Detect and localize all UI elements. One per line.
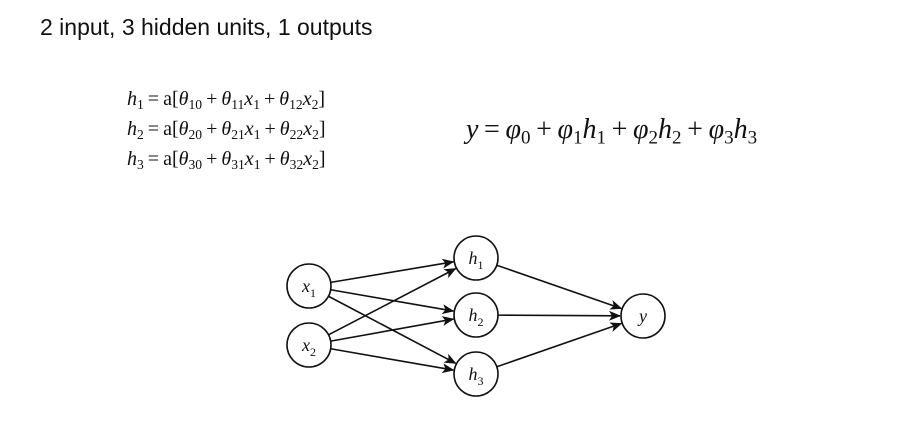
hidden-equation: h1 = a[θ10 + θ11x1 + θ12x2]: [127, 88, 326, 113]
activation-function: a: [163, 118, 172, 140]
edge-x2-h1: [328, 267, 457, 336]
coefficient: θ20: [178, 118, 203, 143]
input-node-x2: x2: [286, 322, 332, 368]
node-circle: [620, 293, 666, 339]
node-circle: [286, 322, 332, 368]
variable: h1: [582, 114, 607, 149]
node-circle: [286, 263, 332, 309]
hidden-node-h1: h1: [453, 235, 499, 281]
coefficient: θ12: [279, 88, 303, 113]
equation-term: φ2h2: [633, 114, 682, 149]
edge-h1-y: [496, 264, 623, 310]
hidden-node-h2: h2: [453, 292, 499, 338]
edge-h2-y: [497, 310, 622, 321]
variable: x1: [244, 148, 261, 173]
variable: x1: [244, 88, 260, 113]
coefficient: φ0: [505, 114, 531, 149]
coefficient: φ2: [633, 114, 659, 149]
hidden-node-h3: h3: [453, 351, 499, 397]
variable: h2: [658, 114, 682, 149]
edge-x2-h3: [330, 347, 455, 374]
variable: x1: [244, 118, 261, 143]
edge-x2-h2: [330, 316, 455, 342]
activation-function: a: [163, 88, 172, 110]
output-node-y: y: [620, 293, 666, 339]
hidden-equation: h2 = a[θ20 + θ21x1 + θ22x2]: [127, 118, 326, 143]
network-edges: [328, 258, 623, 374]
equation-term: φ1h1: [557, 114, 607, 149]
input-node-x1: x1: [286, 263, 332, 309]
equation-term: θ10: [178, 88, 203, 113]
coefficient: θ21: [221, 118, 245, 143]
edge-h3-y: [496, 322, 623, 368]
equation-term: θ22x2: [279, 118, 319, 143]
network-nodes: x1 x2 h1 h2 h3 y: [286, 235, 666, 397]
node-circle: [453, 351, 499, 397]
hidden-equation: h3 = a[θ30 + θ31x1 + θ32x2]: [127, 148, 326, 173]
coefficient: θ32: [279, 148, 304, 173]
equation-term: θ31x1: [221, 148, 261, 173]
coefficient: θ30: [178, 148, 203, 173]
equation-lhs: h3: [127, 148, 144, 173]
edge-x1-h1: [330, 258, 455, 284]
output-equation: y = φ0 + φ1h1 + φ2h2 + φ3h3: [466, 114, 758, 149]
coefficient: θ10: [178, 88, 203, 113]
variable: x2: [302, 88, 319, 113]
equation-lhs: h1: [127, 88, 144, 113]
node-circle: [453, 292, 499, 338]
equation-term: θ30: [178, 148, 203, 173]
edge-x1-h2: [330, 288, 455, 315]
coefficient: θ31: [221, 148, 245, 173]
activation-function: a: [163, 148, 172, 170]
equation-term: φ0: [505, 114, 531, 149]
equation-lhs: h2: [127, 118, 144, 143]
coefficient: φ3: [708, 114, 734, 149]
equation-term: θ12x2: [279, 88, 319, 113]
variable: x2: [303, 118, 319, 143]
slide-title: 2 input, 3 hidden units, 1 outputs: [40, 14, 373, 40]
equation-term: φ3h3: [708, 114, 758, 149]
equation-term: θ20: [178, 118, 203, 143]
node-circle: [453, 235, 499, 281]
node-label: y: [637, 306, 647, 326]
equation-term: θ21x1: [221, 118, 261, 143]
coefficient: φ1: [557, 114, 583, 149]
equation-term: θ32x2: [279, 148, 319, 173]
coefficient: θ11: [221, 88, 245, 113]
equation-lhs: y: [466, 114, 479, 145]
variable: h3: [733, 114, 758, 149]
hidden-unit-equations: h1 = a[θ10 + θ11x1 + θ12x2] h2 = a[θ20 +…: [127, 84, 326, 174]
variable: x2: [303, 148, 319, 173]
equation-term: θ11x1: [221, 88, 260, 113]
coefficient: θ22: [279, 118, 304, 143]
